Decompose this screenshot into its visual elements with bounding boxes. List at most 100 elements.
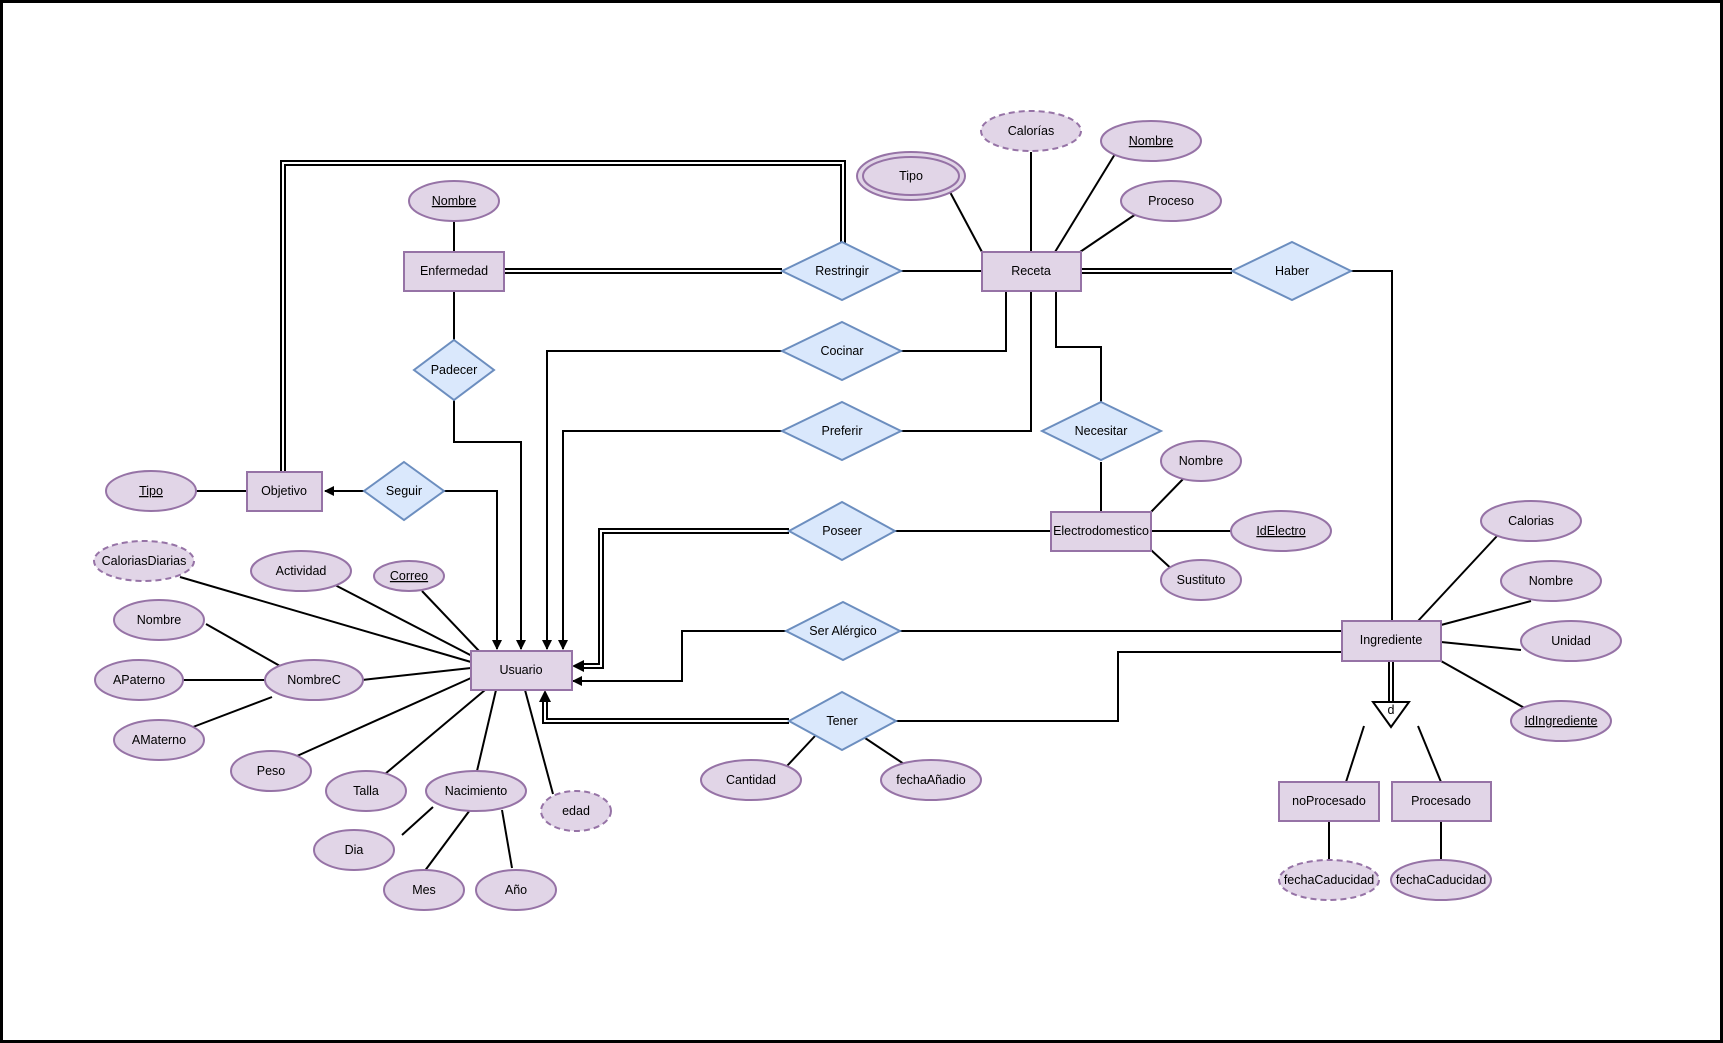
line-preferir-usuario bbox=[558, 430, 782, 650]
line-nombrec-nombre bbox=[205, 623, 281, 667]
line-usuario-correo bbox=[421, 590, 481, 653]
attribute-ingr-calorias[interactable]: Calorias bbox=[1480, 500, 1582, 542]
attribute-receta-tipo-multivalued[interactable]: Tipo bbox=[856, 151, 966, 201]
attribute-procesado-fechacaducidad[interactable]: fechaCaducidad bbox=[1390, 859, 1492, 901]
relationship-preferir[interactable]: Preferir bbox=[779, 400, 904, 462]
relationship-label: Ser Alérgico bbox=[809, 624, 876, 638]
attribute-receta-proceso[interactable]: Proceso bbox=[1120, 180, 1222, 222]
arrow-poseer-usuario bbox=[572, 660, 584, 672]
relationship-label: Seguir bbox=[386, 484, 422, 498]
attribute-label: Nombre bbox=[1129, 134, 1174, 148]
attribute-electro-sustituto[interactable]: Sustituto bbox=[1160, 559, 1242, 601]
attribute-label: Tipo bbox=[899, 169, 923, 183]
relationship-label: Haber bbox=[1275, 264, 1309, 278]
attribute-objetivo-tipo-key[interactable]: Tipo bbox=[105, 470, 197, 512]
relationship-label: Cocinar bbox=[820, 344, 863, 358]
attribute-label: Proceso bbox=[1148, 194, 1194, 208]
entity-noprocesado[interactable]: noProcesado bbox=[1278, 781, 1380, 822]
attribute-label: Nacimiento bbox=[445, 784, 508, 798]
attribute-usuario-correo-key[interactable]: Correo bbox=[373, 560, 445, 592]
line-haber-ingrediente bbox=[1351, 270, 1393, 621]
relationship-padecer[interactable]: Padecer bbox=[412, 338, 496, 402]
attribute-ingr-nombre[interactable]: Nombre bbox=[1500, 560, 1602, 602]
specialization-disjoint: d bbox=[1371, 701, 1411, 729]
entity-electrodomestico[interactable]: Electrodomestico bbox=[1050, 511, 1152, 552]
attribute-ingr-unidad[interactable]: Unidad bbox=[1520, 620, 1622, 662]
attribute-nacimiento-mes[interactable]: Mes bbox=[383, 869, 465, 911]
attribute-label: Calorias bbox=[1508, 514, 1554, 528]
line-usuario-talla bbox=[384, 689, 486, 775]
connectors bbox=[179, 152, 1532, 873]
line-tener-cantidad bbox=[786, 735, 816, 767]
entity-usuario[interactable]: Usuario bbox=[470, 650, 573, 691]
attribute-noprocesado-fechacaducidad-derived[interactable]: fechaCaducidad bbox=[1278, 859, 1380, 901]
attribute-label: Nombre bbox=[1179, 454, 1224, 468]
relationship-cocinar[interactable]: Cocinar bbox=[779, 320, 904, 382]
relationship-seguir[interactable]: Seguir bbox=[362, 460, 446, 522]
attribute-label: Nombre bbox=[137, 613, 182, 627]
attribute-label: Unidad bbox=[1551, 634, 1591, 648]
attribute-ingr-id-key[interactable]: IdIngrediente bbox=[1510, 700, 1612, 742]
attribute-usuario-nacimiento-composite[interactable]: Nacimiento bbox=[425, 770, 527, 812]
line-spec-procesado bbox=[1417, 725, 1442, 783]
attribute-electro-id-key[interactable]: IdElectro bbox=[1230, 510, 1332, 552]
relationship-poseer[interactable]: Poseer bbox=[786, 500, 898, 562]
entity-label: Procesado bbox=[1411, 794, 1471, 808]
attribute-usuario-peso[interactable]: Peso bbox=[230, 750, 312, 792]
attribute-usuario-actividad[interactable]: Actividad bbox=[250, 550, 352, 592]
attribute-usuario-amaterno[interactable]: AMaterno bbox=[113, 719, 205, 761]
entity-objetivo[interactable]: Objetivo bbox=[246, 471, 323, 512]
line-usuario-nacimiento bbox=[476, 689, 497, 772]
attribute-label: Sustituto bbox=[1177, 573, 1226, 587]
attribute-label: fechaCaducidad bbox=[1396, 873, 1486, 887]
attribute-label: Mes bbox=[412, 883, 436, 897]
relationship-label: Preferir bbox=[822, 424, 863, 438]
line-receta-tipo bbox=[949, 191, 983, 253]
relationship-restringir[interactable]: Restringir bbox=[779, 240, 904, 302]
attribute-usuario-talla[interactable]: Talla bbox=[325, 770, 407, 812]
entity-label: noProcesado bbox=[1292, 794, 1366, 808]
attribute-tener-cantidad[interactable]: Cantidad bbox=[700, 759, 802, 801]
entity-enfermedad[interactable]: Enfermedad bbox=[403, 251, 505, 292]
attribute-receta-calorias-derived[interactable]: Calorías bbox=[980, 110, 1082, 152]
relationship-tener[interactable]: Tener bbox=[786, 690, 899, 752]
entity-ingrediente[interactable]: Ingrediente bbox=[1341, 620, 1442, 662]
attribute-nacimiento-anio[interactable]: Año bbox=[475, 869, 557, 911]
line-nombrec-amaterno bbox=[192, 696, 273, 728]
entity-receta[interactable]: Receta bbox=[981, 251, 1082, 292]
line-nacimiento-mes bbox=[423, 809, 471, 873]
relationship-label: Restringir bbox=[815, 264, 869, 278]
line-receta-proceso bbox=[1079, 213, 1137, 253]
attribute-usuario-caloriasdiarias-derived[interactable]: CaloriasDiarias bbox=[93, 540, 195, 582]
attribute-tener-fechaanadio[interactable]: fechaAñadio bbox=[880, 759, 982, 801]
entity-procesado[interactable]: Procesado bbox=[1391, 781, 1492, 822]
specialization-label: d bbox=[1388, 703, 1395, 717]
attribute-label: NombreC bbox=[287, 673, 341, 687]
line-seguir-usuario bbox=[444, 490, 502, 650]
line-padecer-usuario bbox=[453, 400, 526, 650]
line-usuario-caloriasdiarias bbox=[179, 576, 472, 663]
attribute-usuario-apaterno[interactable]: APaterno bbox=[94, 659, 184, 701]
attribute-enfermedad-nombre-key[interactable]: Nombre bbox=[408, 180, 500, 222]
entity-label: Receta bbox=[1011, 264, 1051, 278]
relationship-necesitar[interactable]: Necesitar bbox=[1039, 400, 1164, 462]
relationship-ser-alergico[interactable]: Ser Alérgico bbox=[783, 600, 903, 662]
attribute-label: Peso bbox=[257, 764, 286, 778]
attribute-usuario-nombre[interactable]: Nombre bbox=[113, 599, 205, 641]
attribute-usuario-nombrec-composite[interactable]: NombreC bbox=[264, 659, 364, 701]
attribute-label: fechaAñadio bbox=[896, 773, 966, 787]
line-usuario-actividad bbox=[334, 584, 477, 659]
relationship-label: Padecer bbox=[431, 363, 478, 377]
line-ingr-nombre bbox=[1440, 600, 1532, 626]
attribute-nacimiento-dia[interactable]: Dia bbox=[313, 829, 395, 871]
attribute-usuario-edad-derived[interactable]: edad bbox=[540, 790, 612, 832]
attribute-receta-nombre-key[interactable]: Nombre bbox=[1100, 120, 1202, 162]
relationship-haber[interactable]: Haber bbox=[1229, 240, 1354, 302]
entity-label: Enfermedad bbox=[420, 264, 488, 278]
line-ingr-calorias bbox=[1417, 535, 1498, 622]
entity-label: Objetivo bbox=[261, 484, 307, 498]
attribute-electro-nombre[interactable]: Nombre bbox=[1160, 440, 1242, 482]
line-tener-fecha bbox=[864, 737, 908, 767]
attribute-label: Correo bbox=[390, 569, 428, 583]
